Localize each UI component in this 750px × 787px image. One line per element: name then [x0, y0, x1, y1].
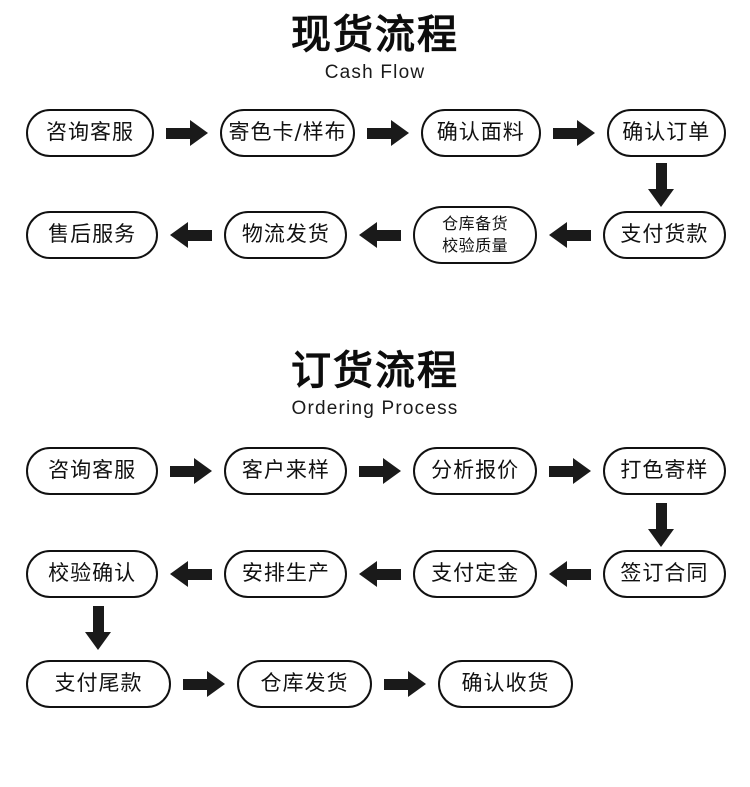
arrow-right-icon [367, 120, 410, 146]
arrow-left-icon [548, 222, 591, 248]
section-1-heading: 现货流程 Cash Flow [0, 12, 750, 84]
node-confirm-fabric[interactable]: 确认面料 [421, 109, 541, 157]
section-2-heading: 订货流程 Ordering Process [0, 348, 750, 420]
node-consult-service-1[interactable]: 咨询客服 [26, 109, 155, 157]
arrow-left-icon [548, 561, 591, 587]
node-after-sales-service[interactable]: 售后服务 [26, 211, 159, 259]
node-pay-goods[interactable]: 支付货款 [602, 211, 726, 259]
section-1-title-cn: 现货流程 [291, 12, 459, 58]
node-send-color-card[interactable]: 寄色卡/样布 [220, 109, 356, 157]
arrow-right-icon [552, 120, 595, 146]
section-1-title-en: Cash Flow [324, 62, 426, 83]
node-warehouse-ship[interactable]: 仓库发货 [237, 660, 372, 708]
node-pay-balance[interactable]: 支付尾款 [26, 660, 171, 708]
arrow-left-icon [359, 222, 402, 248]
node-logistics-shipping[interactable]: 物流发货 [224, 211, 348, 259]
node-warehouse-stock-quality[interactable]: 仓库备货 校验质量 [413, 206, 537, 264]
arrow-right-icon [170, 458, 213, 484]
node-arrange-production[interactable]: 安排生产 [224, 550, 348, 598]
node-consult-service-2[interactable]: 咨询客服 [26, 447, 159, 495]
arrow-left-icon [170, 561, 213, 587]
arrow-right-icon [384, 671, 426, 697]
section-2-row-2: 校验确认 安排生产 支付定金 签订合同 [26, 550, 726, 598]
arrow-right-icon [166, 120, 209, 146]
section-2-row-1: 咨询客服 客户来样 分析报价 打色寄样 [26, 447, 726, 495]
node-sign-contract[interactable]: 签订合同 [602, 550, 726, 598]
section-2-row-3: 支付尾款 仓库发货 确认收货 [26, 660, 726, 708]
node-confirm-receipt[interactable]: 确认收货 [438, 660, 573, 708]
arrow-down-icon [85, 606, 111, 650]
node-verify-confirm[interactable]: 校验确认 [26, 550, 159, 598]
arrow-down-icon [648, 503, 674, 547]
arrow-left-icon [170, 222, 213, 248]
node-line-2: 校验质量 [442, 236, 509, 255]
arrow-down-icon [648, 163, 674, 207]
section-1-row-1: 咨询客服 寄色卡/样布 确认面料 确认订单 [26, 109, 726, 157]
section-2-title-en: Ordering Process [291, 398, 459, 419]
node-pay-deposit[interactable]: 支付定金 [413, 550, 537, 598]
arrow-right-icon [548, 458, 591, 484]
node-customer-sample[interactable]: 客户来样 [224, 447, 348, 495]
arrow-left-icon [359, 561, 402, 587]
node-line-1: 仓库备货 [442, 214, 509, 234]
node-color-sample[interactable]: 打色寄样 [602, 447, 726, 495]
node-analysis-quote[interactable]: 分析报价 [413, 447, 537, 495]
node-confirm-order[interactable]: 确认订单 [606, 109, 726, 157]
arrow-right-icon [359, 458, 402, 484]
section-1-row-2: 售后服务 物流发货 仓库备货 校验质量 支付货款 [26, 206, 726, 264]
arrow-right-icon [183, 671, 225, 697]
section-2-title-cn: 订货流程 [291, 348, 459, 394]
